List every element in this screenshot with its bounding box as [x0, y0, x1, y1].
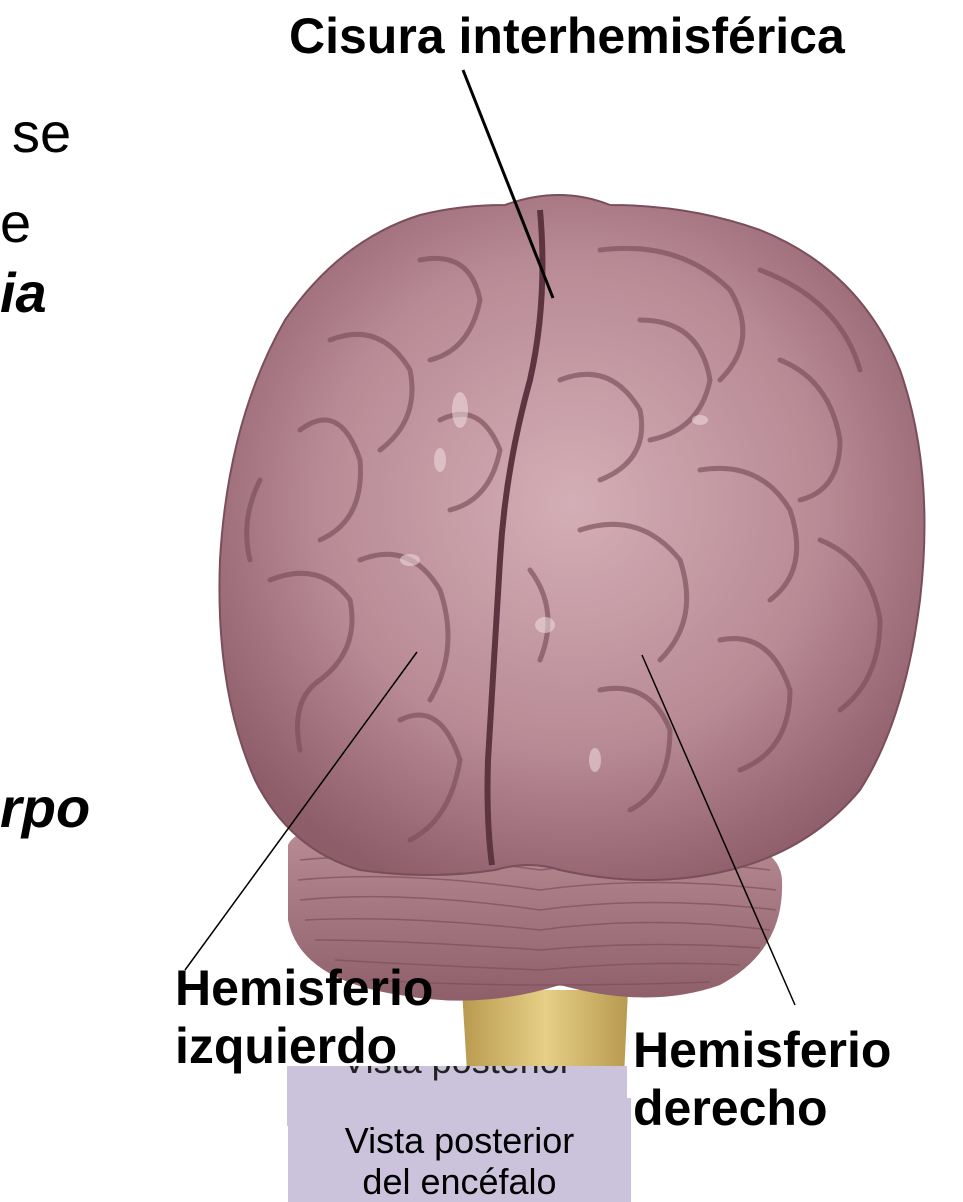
caption-behind-text: Vista posterior	[287, 1066, 627, 1081]
caption-line2: del encéfalo	[288, 1161, 631, 1202]
left-hemisphere-label: Hemisferio izquierdo	[175, 960, 433, 1075]
left-hemisphere-label-line1: Hemisferio	[175, 960, 433, 1018]
fissure-label: Cisura interhemisférica	[289, 8, 845, 66]
caption-box: Vista posterior del encéfalo	[288, 1098, 631, 1202]
right-hemisphere-label-line2: derecho	[633, 1080, 891, 1138]
caption-line1: Vista posterior	[288, 1120, 631, 1161]
right-hemisphere-label-line1: Hemisferio	[633, 1022, 891, 1080]
right-hemisphere-label: Hemisferio derecho	[633, 1022, 891, 1137]
